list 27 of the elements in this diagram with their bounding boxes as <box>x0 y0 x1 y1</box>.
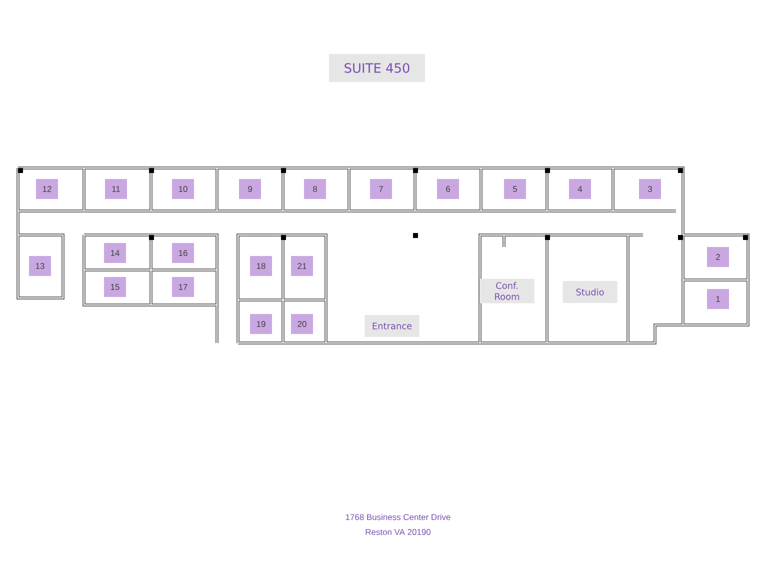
room-number: 11 <box>105 179 127 199</box>
room-number: 14 <box>104 243 126 263</box>
address-line: 1768 Business Center Drive <box>346 514 450 520</box>
room-number: 20 <box>291 314 313 334</box>
title-box: SUITE 450 <box>329 54 425 82</box>
room-number: 6 <box>437 179 459 199</box>
room-number: 12 <box>36 179 58 199</box>
room-number: 17 <box>172 277 194 297</box>
room-number: 3 <box>639 179 661 199</box>
room-number: 9 <box>239 179 261 199</box>
room-number: 16 <box>172 243 194 263</box>
room-number: 13 <box>29 256 51 276</box>
room-number: 5 <box>504 179 526 199</box>
area-label: Conf. Room <box>480 278 534 304</box>
room-number: 8 <box>304 179 326 199</box>
room-number: 21 <box>291 256 313 276</box>
area-label: Studio <box>562 281 618 303</box>
room-number: 2 <box>707 247 729 267</box>
room-number: 15 <box>104 277 126 297</box>
room-number: 1 <box>707 289 729 309</box>
room-number: 18 <box>250 256 272 276</box>
area-label: Entrance <box>364 315 420 337</box>
room-number: 10 <box>172 179 194 199</box>
room-number: 7 <box>370 179 392 199</box>
address-line: Reston VA 20190 <box>366 529 431 535</box>
room-number: 4 <box>569 179 591 199</box>
room-number: 19 <box>250 314 272 334</box>
